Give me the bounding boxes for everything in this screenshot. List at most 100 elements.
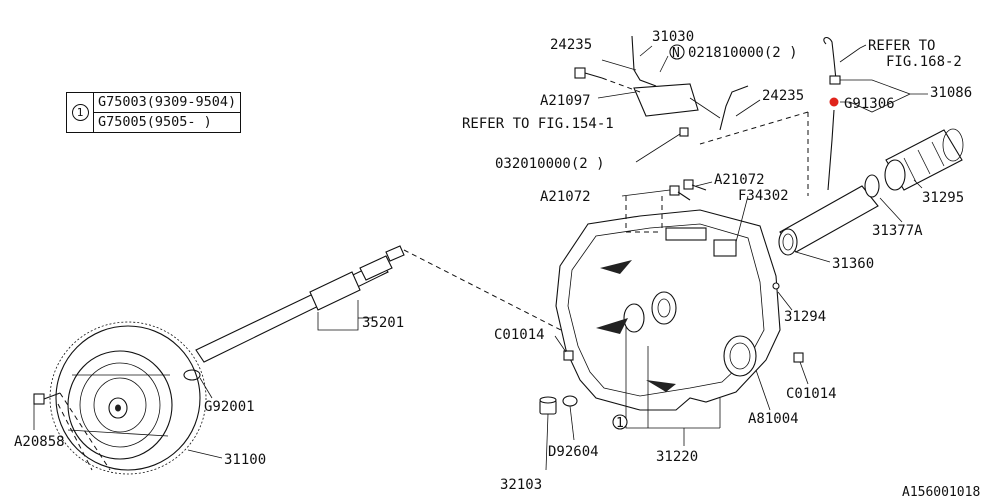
tube-link (689, 97, 721, 119)
converter-inner-ring (79, 362, 161, 448)
case-bore (623, 303, 645, 333)
label-31294: 31294 (784, 309, 826, 325)
label-24235-b: 24235 (762, 88, 804, 104)
shaft-end (359, 255, 393, 281)
leader-line (187, 449, 223, 459)
figure-id: A156001018 (902, 485, 980, 500)
leader-line (755, 369, 771, 411)
shaft-body (195, 261, 389, 363)
leader-line (840, 93, 911, 113)
label-a20858: A20858 (14, 434, 65, 450)
reference-row: 1 G75003(9309-9504) (66, 92, 242, 133)
leader-line (639, 45, 653, 57)
leader-line (913, 179, 923, 189)
transmission-case (555, 209, 781, 411)
label-refer-fig154: REFER TO FIG.154-1 (462, 116, 614, 132)
nut-c01014 (563, 350, 574, 361)
label-circled-1: 1 (616, 416, 624, 431)
oil-tube-31030 (631, 35, 749, 131)
case-output-bore (723, 335, 757, 377)
case-rib (596, 318, 628, 334)
assembly-dash-line (57, 403, 93, 471)
label-a81004: A81004 (748, 411, 799, 427)
bolt-shank (43, 392, 61, 400)
drain-plug-top (539, 396, 557, 404)
label-d92604: D92604 (548, 444, 599, 460)
leader-line (859, 44, 867, 49)
leader-line (554, 335, 567, 353)
tube-body (631, 35, 657, 87)
leader-line (597, 91, 637, 99)
nut-c01014 (793, 352, 804, 363)
reference-row: G75005(9505- ) (67, 112, 242, 133)
o-ring-g91306-marker (829, 97, 839, 107)
bolt-a21072 (683, 179, 694, 190)
leader-line (621, 189, 671, 197)
case-bore (651, 291, 677, 325)
reference-part-cell: G75003(9309-9504) (92, 92, 242, 113)
bolt-a21097 (574, 67, 586, 79)
label-31295: 31295 (922, 190, 964, 206)
bolt-head (33, 393, 45, 405)
label-a21072-left: A21072 (540, 189, 591, 205)
label-24235: 24235 (550, 37, 592, 53)
leader-line (635, 133, 681, 163)
label-c01014-left: C01014 (494, 327, 545, 343)
sleeve-rib (903, 157, 917, 183)
sleeve-end (942, 128, 964, 162)
reference-index-cell: 1 (66, 92, 94, 133)
leader-line (735, 99, 761, 117)
sleeve-31295 (884, 128, 964, 191)
extension-31360 (778, 185, 879, 256)
label-31100: 31100 (224, 452, 266, 468)
case-top-boss (713, 239, 737, 257)
bolt-shank (677, 191, 691, 201)
label-refer-fig168-line2: FIG.168-2 (886, 54, 962, 70)
shaft-tip (385, 245, 405, 262)
label-a21072-right: A21072 (714, 172, 765, 188)
dipstick-cap (829, 75, 841, 85)
leader-line (799, 361, 809, 385)
torque-converter (49, 321, 207, 475)
reference-part-number: G75005 (98, 114, 147, 130)
leader-bracket (317, 300, 359, 331)
n-symbol: N (672, 46, 680, 61)
sleeve-rib (917, 149, 931, 175)
n-symbol-circle (669, 44, 685, 60)
leader-line (545, 413, 549, 471)
nut-032010000 (679, 127, 689, 137)
assembly-dash-line (699, 111, 809, 145)
dipstick-rod (827, 109, 835, 191)
label-a21097: A21097 (540, 93, 591, 109)
tube-bracket (633, 83, 699, 117)
case-bore-inner (657, 298, 671, 318)
plug-31294 (772, 282, 780, 290)
drain-plug-32103 (539, 396, 557, 415)
reference-date-range: (9309-9504) (146, 94, 237, 110)
leader-line (601, 59, 637, 71)
bolt-a20858 (33, 392, 61, 405)
label-c01014-right: C01014 (786, 386, 837, 402)
label-31377a: 31377A (872, 223, 923, 239)
extension-flange (778, 228, 798, 256)
leader-line (695, 181, 713, 187)
label-31360: 31360 (832, 256, 874, 272)
case-rib (600, 260, 632, 274)
case-rib (646, 380, 676, 392)
leader-line (659, 55, 669, 73)
extension-flange-inner (782, 233, 794, 251)
label-31086: 31086 (930, 85, 972, 101)
case-output-bore-inner (729, 342, 751, 370)
input-shaft (195, 245, 405, 363)
dipstick-handle (823, 36, 837, 81)
sleeve-mouth (884, 159, 906, 191)
label-032010000: 032010000(2 ) (495, 156, 605, 172)
reference-date-range: (9505- ) (146, 114, 212, 130)
gasket-d92604 (562, 395, 578, 407)
leader-line (735, 195, 749, 243)
leader-line (569, 405, 575, 441)
leader-line (879, 197, 903, 223)
label-f34302: F34302 (738, 188, 789, 204)
assembly-dash-line (59, 392, 111, 471)
